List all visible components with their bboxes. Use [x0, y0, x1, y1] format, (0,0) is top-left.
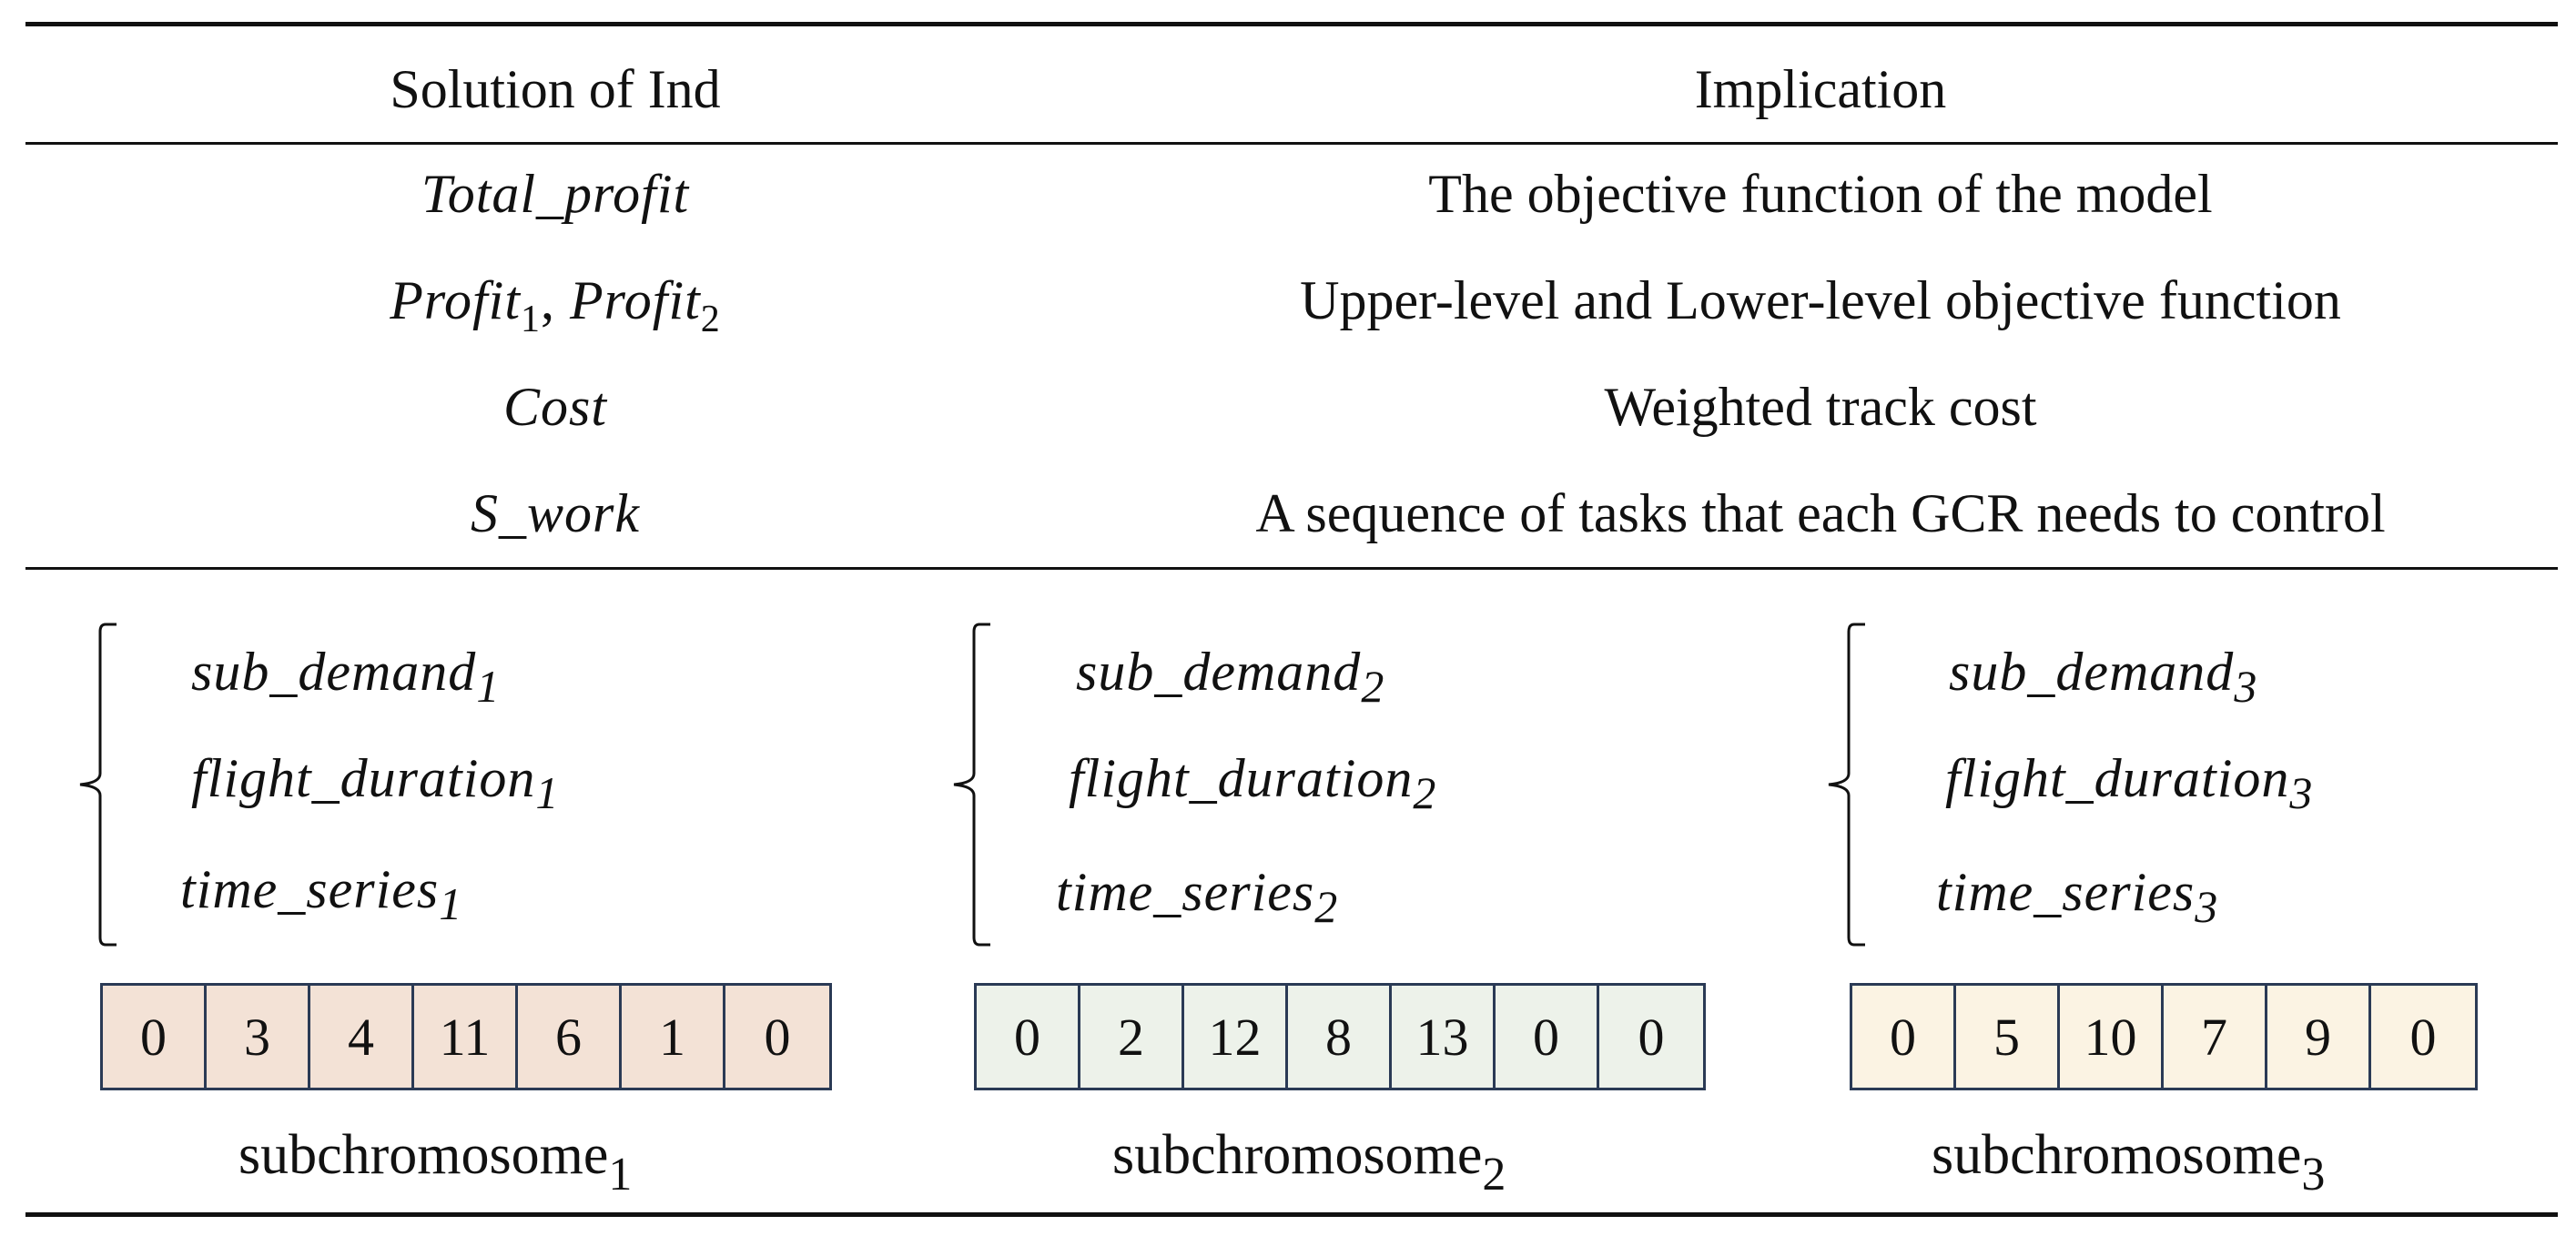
- profit-1-subscript: 1: [521, 299, 541, 340]
- left-brace-icon: [953, 623, 990, 947]
- gene-cell: 0: [103, 986, 207, 1088]
- gene-cell: 2: [1080, 986, 1184, 1088]
- gene-cell: 6: [518, 986, 622, 1088]
- profit-separator: ,: [541, 270, 570, 330]
- gene-cell: 0: [725, 986, 829, 1088]
- gene-cell: 4: [310, 986, 414, 1088]
- left-brace-icon: [79, 623, 117, 947]
- subchromosome-2-label: subchromosome2: [1112, 1124, 1506, 1201]
- gene-cell: 9: [2267, 986, 2371, 1088]
- sub-demand-var: sub_demand2: [1076, 642, 1385, 712]
- gene-cell: 7: [2164, 986, 2267, 1088]
- flight-duration-var: flight_duration3: [1945, 748, 2314, 818]
- subchromosome-group-3: sub_demand3 flight_duration3 time_series…: [1823, 621, 2479, 948]
- gene-cell: 3: [207, 986, 310, 1088]
- sub-demand-var: sub_demand1: [191, 642, 501, 712]
- gene-cell: 0: [2371, 986, 2475, 1088]
- gene-cell: 12: [1184, 986, 1288, 1088]
- gene-cell: 0: [977, 986, 1080, 1088]
- row-profits-implication: Upper-level and Lower-level objective fu…: [1300, 270, 2341, 330]
- gene-cell: 10: [2060, 986, 2164, 1088]
- gene-cell: 5: [1956, 986, 2060, 1088]
- flight-duration-var: flight_duration1: [191, 748, 560, 818]
- time-series-var: time_series2: [1056, 862, 1339, 932]
- time-series-var: time_series1: [180, 859, 463, 929]
- bottom-rule: [25, 1212, 2558, 1217]
- left-brace-icon: [1828, 623, 1865, 947]
- subchromosome-group-2: sub_demand2 flight_duration2 time_series…: [948, 621, 1604, 948]
- gene-cell: 13: [1392, 986, 1496, 1088]
- row-cost-solution: Cost: [502, 377, 608, 437]
- header-rule: [25, 142, 2558, 145]
- row-s-work-solution: S_work: [471, 483, 640, 543]
- section-rule: [25, 567, 2558, 570]
- profit-1-name: Profit: [390, 270, 521, 330]
- header-solution: Solution of Ind: [390, 59, 721, 119]
- row-cost-implication: Weighted track cost: [1604, 377, 2037, 437]
- gene-cell: 0: [1599, 986, 1703, 1088]
- gene-cell: 0: [1496, 986, 1599, 1088]
- gene-cell: 1: [622, 986, 725, 1088]
- top-rule: [25, 22, 2558, 26]
- profit-2-name: Profit: [570, 270, 701, 330]
- sub-demand-var: sub_demand3: [1949, 642, 2258, 712]
- gene-cell: 0: [1852, 986, 1956, 1088]
- subchromosome-1-label: subchromosome1: [238, 1124, 633, 1201]
- profit-2-subscript: 2: [700, 299, 721, 340]
- gene-cell: 11: [414, 986, 518, 1088]
- row-profits-solution: Profit1, Profit2: [191, 270, 919, 339]
- time-series-var: time_series3: [1936, 862, 2219, 932]
- subchromosome-3-label: subchromosome3: [1932, 1124, 2326, 1201]
- flight-duration-var: flight_duration2: [1069, 748, 1437, 818]
- gene-cell: 8: [1288, 986, 1392, 1088]
- row-total-profit-solution: Total_profit: [421, 164, 690, 224]
- subchromosome-group-1: sub_demand1 flight_duration1 time_series…: [75, 621, 730, 948]
- row-s-work-implication: A sequence of tasks that each GCR needs …: [1255, 483, 2386, 543]
- row-total-profit-implication: The objective function of the model: [1428, 164, 2213, 224]
- header-implication: Implication: [1694, 59, 1947, 119]
